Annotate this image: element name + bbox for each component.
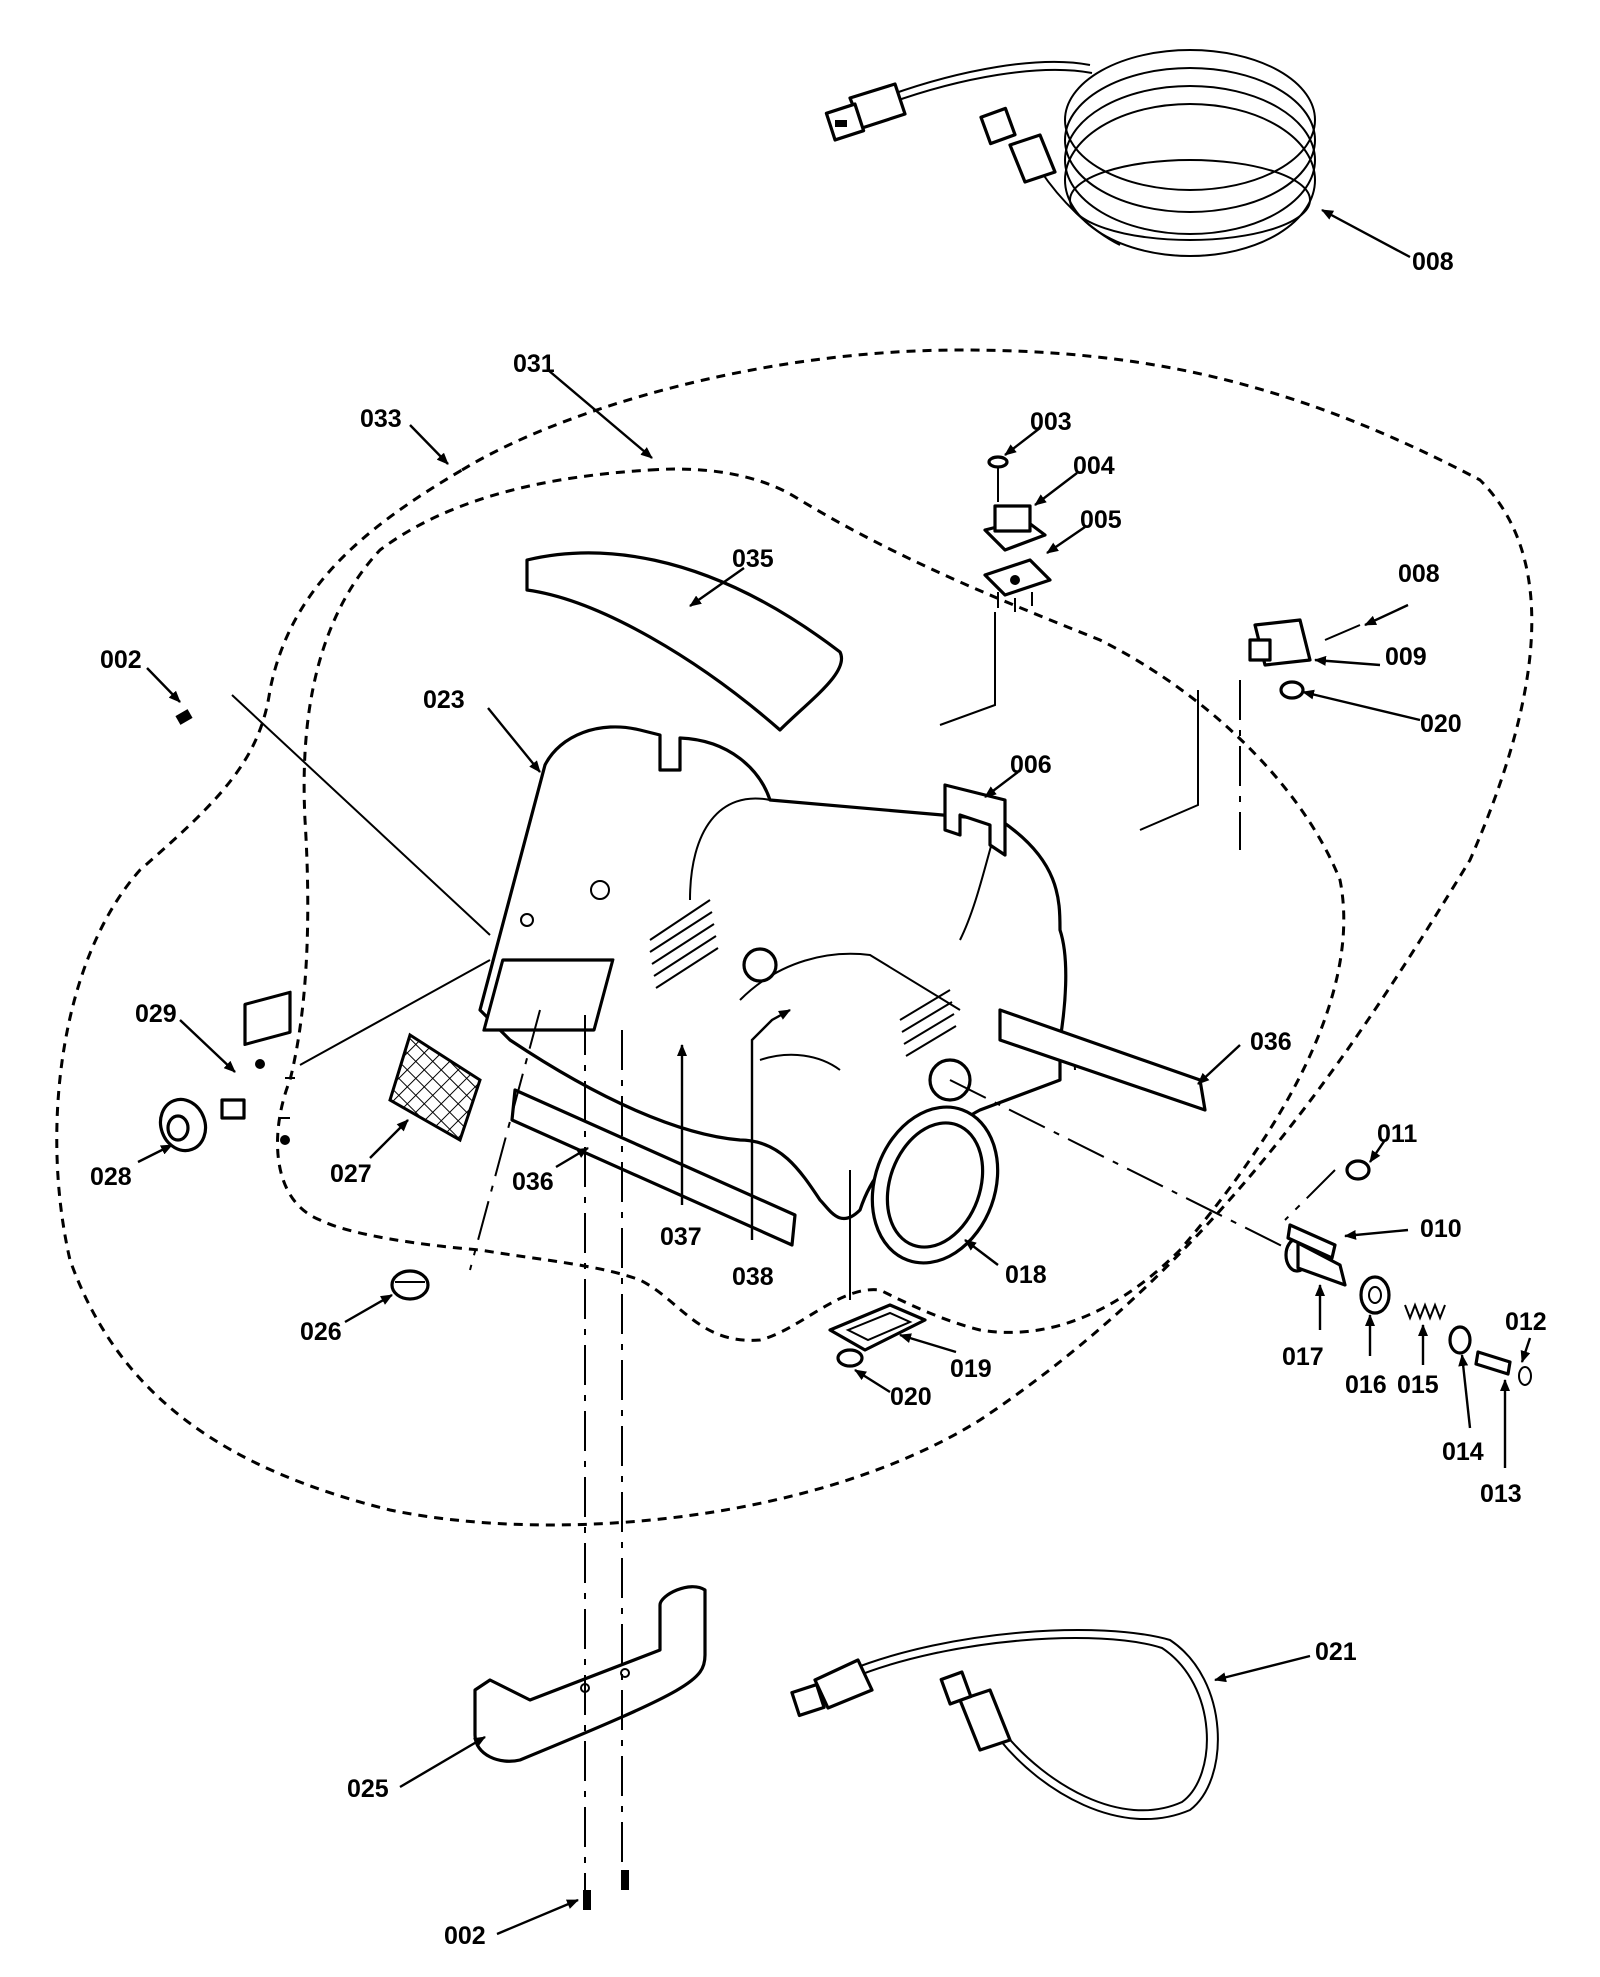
assembly-outline-031 xyxy=(276,467,1346,1342)
label-005: 005 xyxy=(1080,506,1122,534)
fitting-017 xyxy=(1284,1237,1347,1287)
fitting-016 xyxy=(1359,1275,1391,1315)
label-011: 011 xyxy=(1377,1120,1417,1148)
ring-018 xyxy=(870,1105,1000,1265)
label-004: 004 xyxy=(1073,452,1115,480)
label-016: 016 xyxy=(1345,1371,1387,1399)
screw-003 xyxy=(987,455,1009,502)
connector-009 xyxy=(1248,618,1361,667)
strip-036-right xyxy=(998,1008,1207,1112)
strip-035 xyxy=(525,551,844,732)
screw-002-top xyxy=(175,709,193,725)
label-017: 017 xyxy=(1282,1343,1324,1371)
bezel-004 xyxy=(983,504,1047,552)
plug-026 xyxy=(390,1269,430,1301)
label-023: 023 xyxy=(423,686,465,714)
part-labels: 008 031 033 003 004 005 035 008 009 020 … xyxy=(90,248,1547,1950)
label-027: 027 xyxy=(330,1160,372,1188)
label-021: 021 xyxy=(1315,1638,1357,1666)
plate-019 xyxy=(828,1303,927,1352)
nut-020-lower xyxy=(836,1348,864,1368)
nut-011 xyxy=(1345,1159,1371,1181)
label-009: 009 xyxy=(1385,643,1427,671)
motor-cover-023 xyxy=(478,725,1076,1221)
label-012: 012 xyxy=(1505,1308,1547,1336)
label-020-lower: 020 xyxy=(890,1383,932,1411)
switch-005 xyxy=(983,558,1052,612)
knob-028 xyxy=(158,1097,208,1153)
vent-slots xyxy=(649,899,957,1057)
label-003: 003 xyxy=(1030,408,1072,436)
spring-015 xyxy=(1404,1302,1446,1321)
label-014: 014 xyxy=(1442,1438,1484,1466)
nut-020-upper xyxy=(1279,680,1305,700)
label-015: 015 xyxy=(1397,1371,1439,1399)
hose-assembly-top xyxy=(824,49,1316,257)
screw-013 xyxy=(1474,1350,1512,1376)
label-002-upper: 002 xyxy=(100,646,142,674)
gasket-006 xyxy=(943,783,1007,857)
label-033: 033 xyxy=(360,405,402,433)
label-008-top: 008 xyxy=(1412,248,1454,276)
label-020-upper: 020 xyxy=(1420,710,1462,738)
ring-014 xyxy=(1448,1325,1472,1355)
filter-027 xyxy=(388,1032,482,1143)
label-037: 037 xyxy=(660,1223,702,1251)
label-035: 035 xyxy=(732,545,774,573)
label-010: 010 xyxy=(1420,1215,1462,1243)
label-013: 013 xyxy=(1480,1480,1522,1508)
label-018: 018 xyxy=(1005,1261,1047,1289)
label-031: 031 xyxy=(513,350,555,378)
label-019: 019 xyxy=(950,1355,992,1383)
label-026: 026 xyxy=(300,1318,342,1346)
switch-029 xyxy=(220,990,295,1145)
explode-lines xyxy=(231,612,1336,1890)
ring-012 xyxy=(1518,1366,1532,1386)
label-025: 025 xyxy=(347,1775,389,1803)
screws-002-bottom xyxy=(583,1870,629,1910)
screw-010 xyxy=(1286,1223,1337,1260)
label-038: 038 xyxy=(732,1263,774,1291)
label-028: 028 xyxy=(90,1163,132,1191)
label-002-lower: 002 xyxy=(444,1922,486,1950)
bracket-025 xyxy=(473,1585,707,1763)
hose-021 xyxy=(790,1629,1219,1820)
label-008-right: 008 xyxy=(1398,560,1440,588)
label-006: 006 xyxy=(1010,751,1052,779)
label-036-left: 036 xyxy=(512,1168,554,1196)
label-036-right: 036 xyxy=(1250,1028,1292,1056)
leader-arrows xyxy=(137,208,1532,1936)
label-029: 029 xyxy=(135,1000,177,1028)
